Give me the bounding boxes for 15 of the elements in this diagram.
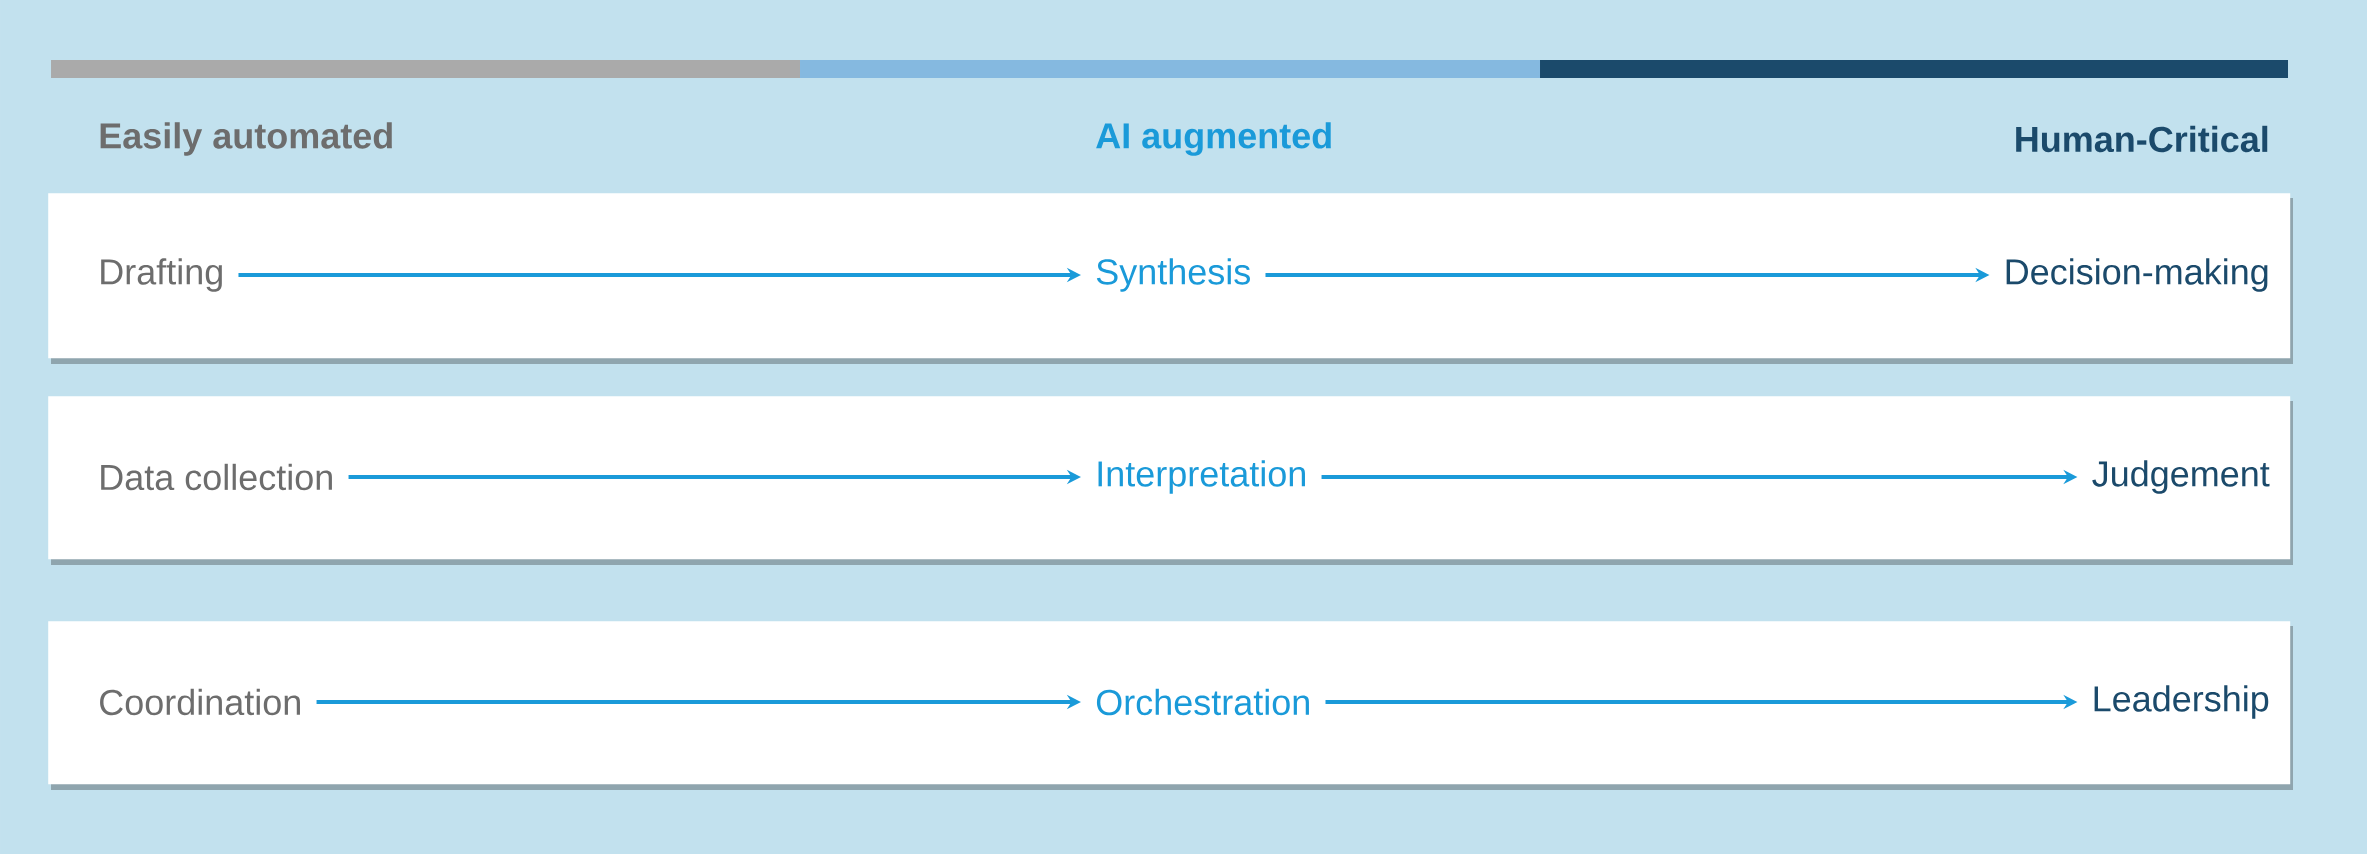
- column-heading: Easily automated: [100, 122, 392, 156]
- column-heading: Human-Critical: [2016, 125, 2268, 153]
- row-card: [48, 193, 2293, 364]
- row-card: [48, 621, 2293, 790]
- item-text: Drafting: [101, 258, 222, 292]
- item-text: Leadership: [2094, 685, 2269, 719]
- item-text: Orchestration: [1096, 688, 1309, 716]
- column-heading: AI augmented: [1096, 122, 1331, 156]
- item-text: Interpretation: [1098, 460, 1305, 494]
- item-text: Data collection: [101, 463, 332, 491]
- item-text: Synthesis: [1096, 258, 1250, 292]
- item-text: Judgement: [2092, 460, 2270, 494]
- item-text: Decision-making: [2006, 258, 2268, 292]
- item-text: Coordination: [100, 688, 300, 716]
- row-card: [48, 396, 2293, 565]
